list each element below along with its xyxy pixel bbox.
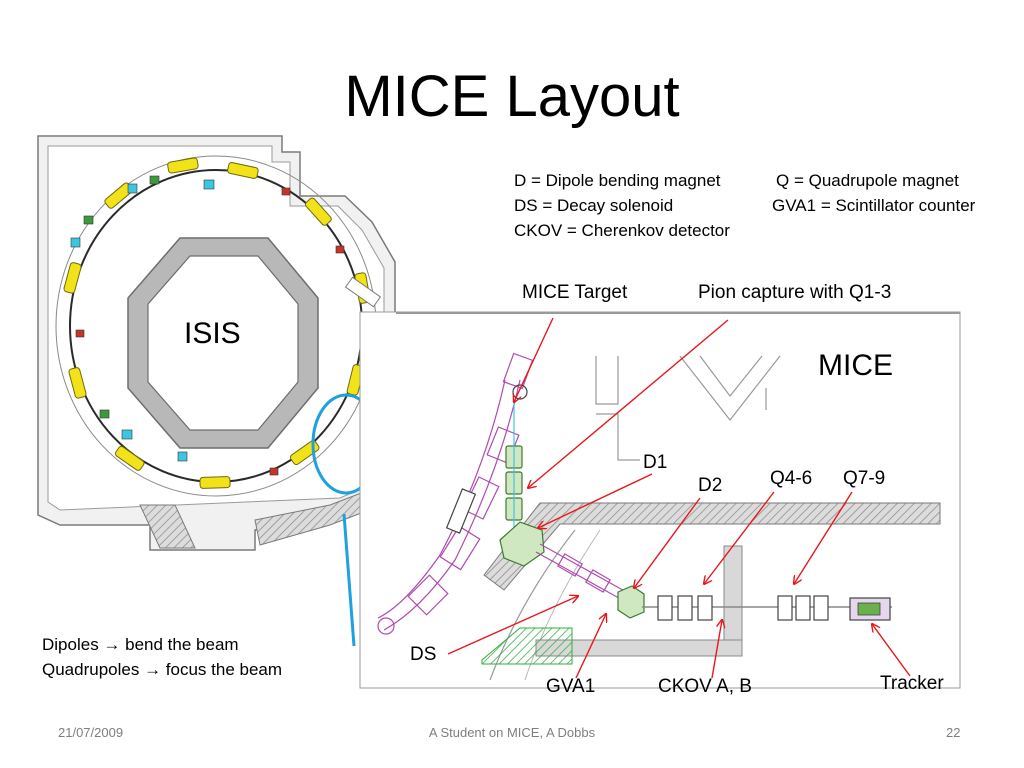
arrow-q4-6 [704,491,775,584]
footer-page-number: 22 [946,725,961,740]
mice-quadrupole [697,595,713,621]
callout-arrows [447,317,911,679]
isis-element-cyan [127,183,138,194]
mice-q7-9 [777,595,829,621]
arrow-ckov [711,620,722,679]
arrow-d1 [538,473,653,528]
label-mice-target: MICE Target [522,282,628,303]
legend-cherenkov: CKOV = Cherenkov detector [514,221,730,240]
isis-element-red [269,467,279,476]
mice-shield-wall [483,502,941,591]
link-line-lower [342,513,356,647]
mice-inset [359,311,961,689]
mice-quadrupole [677,595,693,621]
mice-hall-wall-lines [679,355,781,421]
isis-element-cyan [177,451,188,462]
isis-element-red [281,187,291,196]
isis-hall [37,135,396,551]
legend-dipole: D = Dipole bending magnet [514,171,721,190]
label-q7-9: Q7-9 [843,468,886,489]
label-gva1: GVA1 [546,676,596,697]
isis-dipole [68,367,87,399]
label-tracker: Tracker [880,673,944,694]
isis-door [344,276,382,308]
label-d1: D1 [643,452,668,473]
footer-center: A Student on MICE, A Dobbs [428,725,596,740]
label-isis: ISIS [184,317,241,350]
arrow-q7-9 [794,491,853,584]
mice-ds-beamline [535,543,631,603]
arrow-ds [447,596,578,655]
label-mice: MICE [818,349,893,382]
arrow-d2 [634,497,701,588]
mice-q4-6 [657,595,713,621]
mice-hall-wall-lines [596,413,640,461]
mice-d2-dipole [617,585,645,619]
slide-title: MICE Layout [344,64,680,129]
isis-element-cyan [70,237,81,248]
mice-quadrupole [777,595,793,621]
legend-scintillator: GVA1 = Scintillator counter [772,196,976,215]
isis-dipole [199,476,231,489]
arrow-gva1 [575,614,606,679]
mice-hall-wall-lines [699,355,763,397]
note-quadrupoles: Quadrupoles → focus the beam [42,660,283,679]
mice-quadrupole [813,595,829,621]
mice-green-area [481,627,573,665]
isis-ring-elements [70,175,345,476]
isis-element-red [75,329,85,338]
footer-date: 21/07/2009 [58,725,124,740]
label-q4-6: Q4-6 [770,468,813,489]
arrow-tracker [872,624,911,677]
mice-decay-solenoid [445,488,477,534]
mice-d1-dipole [499,521,545,567]
isis-element-green [99,409,110,419]
isis-element-cyan [121,429,133,440]
label-ckov: CKOV A, B [658,676,752,697]
mice-inset-frame-upper [396,312,960,314]
legend-quadrupole: Q = Quadrupole magnet [776,171,959,190]
mice-hall-wall-lines [595,356,619,405]
mice-l-structure-vertical [723,545,743,655]
mice-quadrupole [795,595,811,621]
label-ds: DS [410,644,437,665]
isis-dipole [114,445,145,471]
isis-element-green [83,215,94,225]
isis-dipole [63,262,82,294]
isis-central-shield-inner [147,255,299,431]
note-dipoles: Dipoles → bend the beam [42,635,239,654]
legend-decay-solenoid: DS = Decay solenoid [514,196,674,215]
isis-element-green [149,175,160,185]
isis-dipole [167,157,199,174]
label-d2: D2 [698,475,723,496]
arrow-pion-capture [528,319,729,488]
isis-dipole [227,162,259,179]
isis-dipole [304,197,332,226]
isis-element-cyan [203,179,215,190]
label-pion-capture: Pion capture with Q1-3 [698,282,892,303]
isis-element-red [335,245,345,254]
isis-exit-wall [139,504,196,549]
mice-quadrupole [657,595,673,621]
arrow-mice-target [514,317,554,402]
mice-tracker-core [857,602,881,616]
